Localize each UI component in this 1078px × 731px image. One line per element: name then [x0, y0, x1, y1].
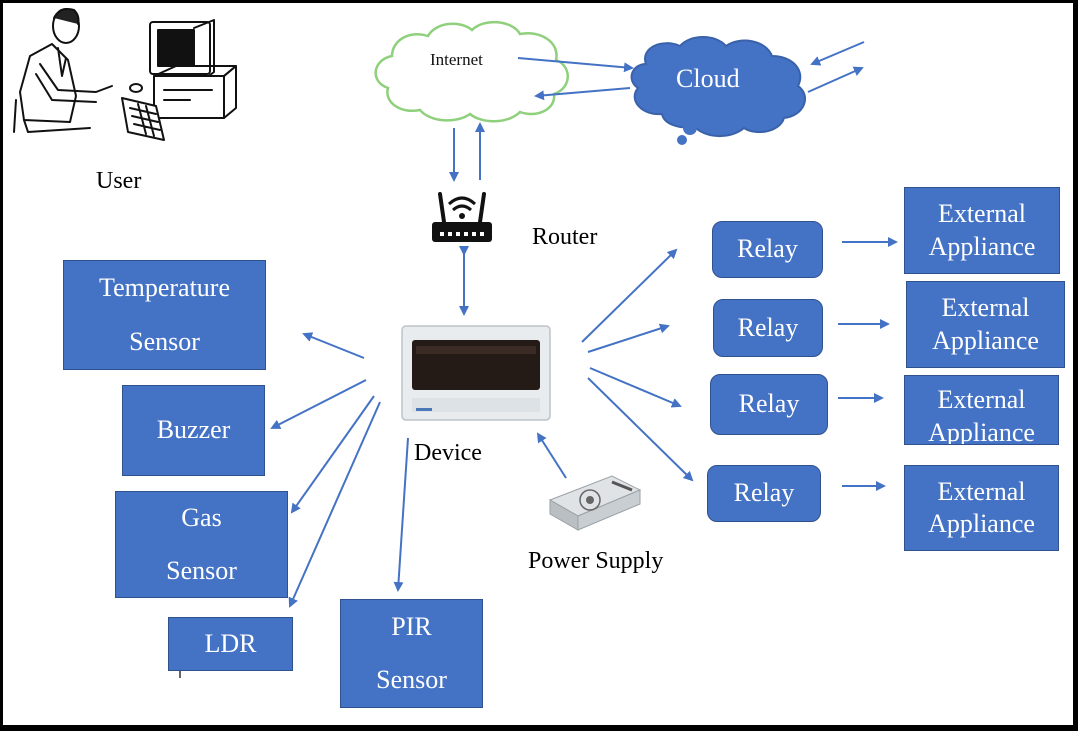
cloud-label: Cloud — [676, 64, 740, 93]
user-label: User — [96, 168, 142, 194]
ldr-label: LDR — [204, 628, 257, 658]
pir-sensor-line2: Sensor — [376, 665, 447, 694]
appliance-3-line2: Appliance — [928, 417, 1035, 445]
gas-sensor-line2: Sensor — [166, 555, 237, 585]
appliance-2-line1: External — [941, 293, 1030, 322]
external-appliance-box-3: External Appliance — [904, 375, 1059, 445]
relay-box-2: Relay — [713, 299, 823, 357]
temperature-sensor-line2: Sensor — [129, 326, 200, 356]
power-supply-icon — [548, 475, 642, 531]
user-computer-icon — [13, 8, 237, 141]
temperature-sensor-box: Temperature Sensor — [63, 260, 266, 370]
power-supply-label: Power Supply — [528, 548, 664, 574]
diagram-arrows — [270, 41, 898, 608]
relay-label-1: Relay — [737, 234, 798, 264]
relay-box-1: Relay — [712, 221, 823, 278]
external-appliance-box-2: External Appliance — [906, 281, 1065, 368]
pir-sensor-box: PIR Sensor — [340, 599, 483, 708]
router-label: Router — [532, 224, 598, 250]
appliance-1-line2: Appliance — [928, 231, 1036, 261]
pir-sensor-line1: PIR — [391, 611, 432, 641]
gas-sensor-box: Gas Sensor — [115, 491, 288, 598]
ldr-box: LDR — [168, 617, 293, 671]
device-enclosure-icon — [401, 325, 551, 421]
device-label: Device — [414, 440, 482, 466]
gas-sensor-line1: Gas — [181, 503, 222, 532]
external-appliance-box-4: External Appliance — [904, 465, 1059, 551]
router-icon — [432, 192, 492, 242]
appliance-2-line2: Appliance — [932, 325, 1039, 355]
external-appliance-box-1: External Appliance — [904, 187, 1060, 274]
cloud-icon — [630, 36, 806, 145]
temperature-sensor-line1: Temperature — [99, 272, 230, 302]
buzzer-box: Buzzer — [122, 385, 265, 476]
appliance-1-line1: External — [937, 199, 1027, 228]
appliance-4-line1: External — [937, 476, 1026, 506]
buzzer-label: Buzzer — [156, 415, 231, 445]
relay-box-3: Relay — [710, 374, 828, 435]
relay-label-4: Relay — [733, 478, 795, 508]
relay-box-4: Relay — [707, 465, 821, 522]
appliance-4-line2: Appliance — [928, 509, 1035, 538]
appliance-3-line1: External — [937, 385, 1026, 414]
relay-label-3: Relay — [738, 389, 800, 419]
internet-label: Internet — [430, 50, 483, 69]
relay-label-2: Relay — [737, 312, 799, 342]
internet-cloud-icon — [374, 21, 569, 123]
